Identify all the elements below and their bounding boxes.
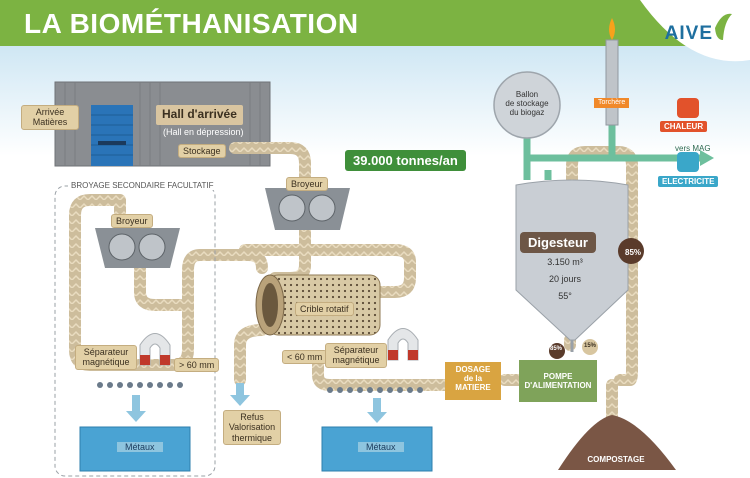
pipe-broyeur-left-down xyxy=(134,256,186,311)
digesteur-volume: 3.150 m³ xyxy=(547,257,583,267)
logo-swoosh xyxy=(640,0,750,62)
pct85-pump-badge: 85% xyxy=(550,346,563,352)
magnet-left-icon xyxy=(139,333,171,366)
roller-conveyor-right xyxy=(327,387,423,393)
compostage-label: COMPOSTAGE xyxy=(587,455,645,464)
digesteur-title: Digesteur xyxy=(520,232,596,253)
crible-label: Crible rotatif xyxy=(295,302,354,317)
gt60-label: > 60 mm xyxy=(174,358,220,373)
vers-mag-label: vers MAG xyxy=(675,144,711,153)
pump-box xyxy=(519,360,597,402)
pipe-lt60-to-dosage xyxy=(312,354,451,391)
pipe-crible-to-refus xyxy=(234,324,268,386)
digesteur-temp: 55° xyxy=(558,291,572,301)
pct15-circle xyxy=(582,339,598,355)
chaleur-label: CHALEUR xyxy=(660,121,708,133)
broyeur-top-machine xyxy=(265,188,350,230)
dosage-box xyxy=(445,362,501,400)
hall-title: Hall d'arrivée xyxy=(156,105,243,125)
header-bar xyxy=(0,0,750,46)
electricite-icon xyxy=(677,152,699,172)
metal-drop-arrows xyxy=(126,383,387,423)
pct15-badge: 15% xyxy=(584,343,597,349)
arrivee-matieres-label: Arrivée Matières xyxy=(21,105,79,130)
compost-pile xyxy=(558,415,676,470)
pct85-top-badge: 85% xyxy=(625,248,642,257)
broyeur-left-machine xyxy=(95,228,180,268)
biogas-balloon xyxy=(493,71,561,139)
broyeur-left-label: Broyeur xyxy=(111,214,153,229)
metaux-left-label: Métaux xyxy=(117,442,163,453)
pct85-top-circle xyxy=(618,238,644,264)
separateur-left-label: Séparateur magnétique xyxy=(75,345,137,370)
logo-leaf-icon xyxy=(715,13,732,40)
metaux-right-label: Métaux xyxy=(358,442,404,453)
stockage-label: Stockage xyxy=(178,144,226,159)
pipe-broyage-loop xyxy=(69,194,268,371)
torchere-label: Torchère xyxy=(594,98,630,109)
dosage-label: DOSAGE de la MATIERE xyxy=(455,365,491,393)
pct85-pump-circle xyxy=(549,343,565,359)
refus-label: Refus Valorisation thermique xyxy=(223,410,281,446)
chaleur-icon xyxy=(677,98,699,118)
magnet-right-icon xyxy=(387,328,419,361)
page-title: LA BIOMÉTHANISATION xyxy=(24,8,359,39)
broyage-title: BROYAGE SECONDAIRE FACULTATIF xyxy=(68,181,217,191)
torchere-stack xyxy=(605,18,619,126)
pipe-crible-right-loop xyxy=(239,244,416,298)
separateur-right-label: Séparateur magnétique xyxy=(325,343,387,368)
ballon-label: Ballon de stockage du biogaz xyxy=(505,90,549,118)
tonnes-badge: 39.000 tonnes/an xyxy=(345,150,466,171)
digester-tank xyxy=(515,179,629,352)
hall-subtitle: (Hall en dépression) xyxy=(163,127,244,137)
roller-conveyor-left xyxy=(97,382,183,388)
electricite-label: ELECTRICITE xyxy=(658,176,719,188)
pompe-label: POMPE D'ALIMENTATION xyxy=(524,372,592,391)
broyeur-top-label: Broyeur xyxy=(286,177,328,192)
pipe-storage-to-broyeur xyxy=(229,142,311,184)
lt60-label: < 60 mm xyxy=(282,350,328,365)
brand-logo: AIVE xyxy=(664,23,713,44)
digesteur-jours: 20 jours xyxy=(548,274,582,284)
arrow-mag-icon xyxy=(700,150,714,166)
